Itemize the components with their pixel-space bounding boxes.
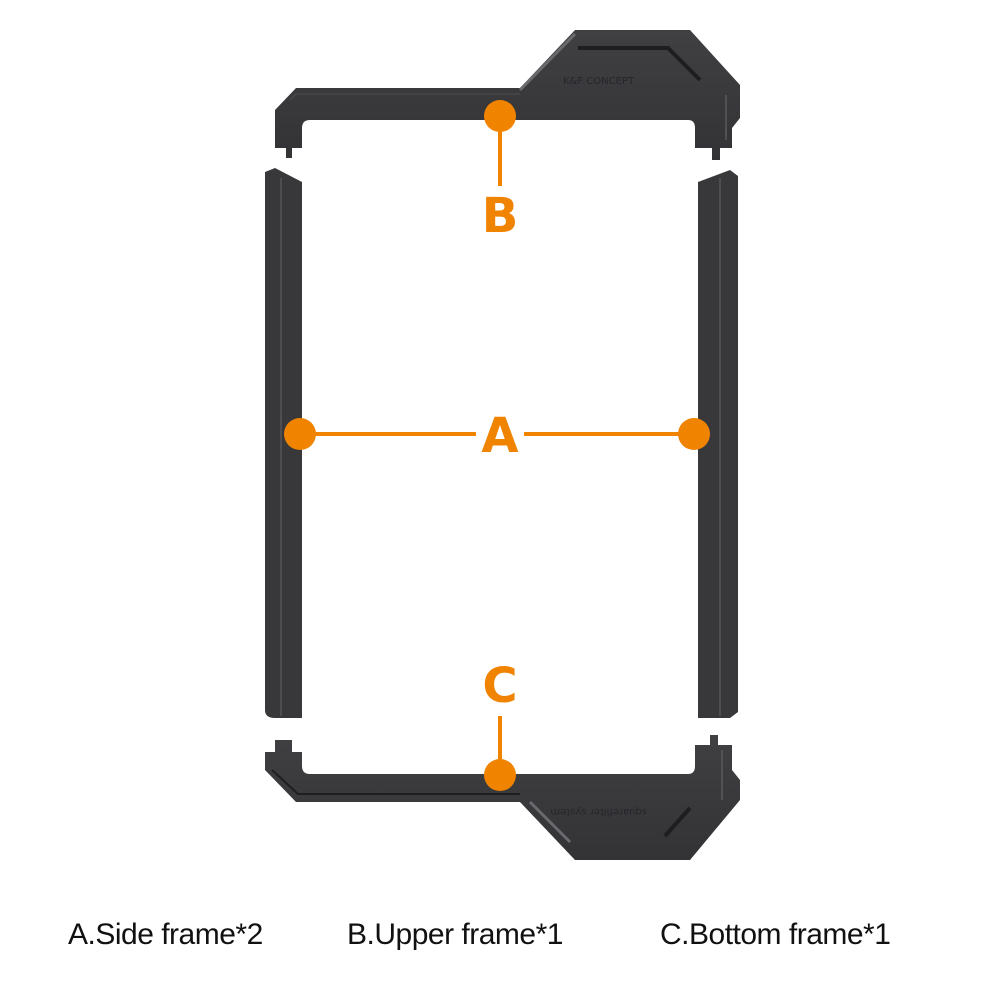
bottom-frame-engraving: squarefilter system — [550, 806, 647, 817]
left-side-frame — [265, 168, 302, 718]
marker-b: B — [482, 100, 519, 244]
bottom-frame: squarefilter system — [265, 735, 740, 860]
marker-b-letter: B — [482, 188, 519, 244]
caption-bottom-frame: C.Bottom frame*1 — [660, 918, 891, 951]
marker-c: C — [482, 658, 518, 791]
caption-side-frame: A.Side frame*2 — [68, 918, 263, 951]
upper-frame-logo: K&F CONCEPT — [563, 76, 635, 87]
marker-b-dot — [484, 100, 516, 132]
marker-a: A — [284, 408, 710, 464]
marker-c-dot — [484, 759, 516, 791]
caption-upper-frame: B.Upper frame*1 — [347, 918, 563, 951]
upper-frame: K&F CONCEPT — [275, 30, 740, 160]
right-side-frame — [698, 170, 738, 718]
marker-a-letter: A — [481, 408, 518, 464]
marker-c-letter: C — [482, 658, 517, 714]
parts-legend: A.Side frame*2 B.Upper frame*1 C.Bottom … — [0, 918, 1000, 968]
marker-a-left-dot — [284, 418, 316, 450]
marker-a-right-dot — [678, 418, 710, 450]
